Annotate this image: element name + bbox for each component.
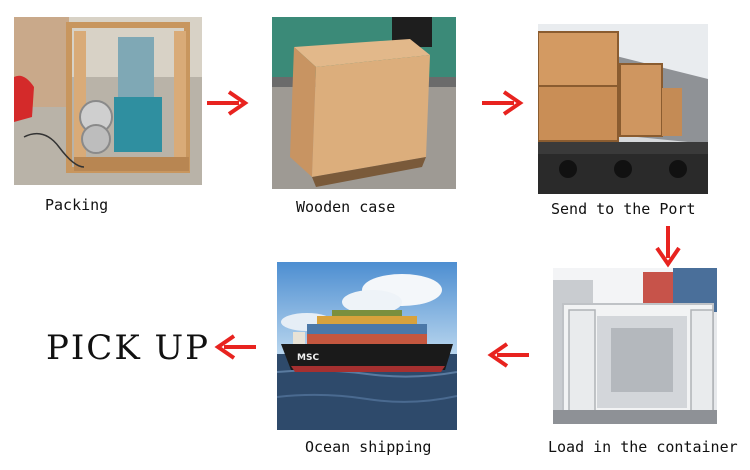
step-label-send-to-port: Send to the Port bbox=[551, 200, 696, 218]
step-label-ocean-shipping: Ocean shipping bbox=[305, 438, 432, 456]
arrow-right-icon bbox=[207, 90, 249, 116]
ocean-shipping-photo: MSC bbox=[277, 262, 457, 430]
packing-photo bbox=[14, 17, 202, 185]
step-label-load-container: Load in the container bbox=[548, 438, 738, 456]
send-to-port-photo bbox=[538, 24, 708, 194]
load-container-photo bbox=[553, 268, 717, 424]
step-label-packing: Packing bbox=[45, 196, 109, 214]
arrow-left-icon bbox=[487, 342, 529, 368]
ship-hull-text: MSC bbox=[297, 353, 319, 363]
arrow-down-icon bbox=[655, 226, 681, 268]
arrow-left-icon bbox=[214, 334, 256, 360]
arrow-right-icon bbox=[482, 90, 524, 116]
wooden-case-photo bbox=[272, 17, 456, 189]
step-label-wooden-case: Wooden case bbox=[296, 198, 396, 216]
step-label-pick-up: PICK UP bbox=[46, 328, 211, 368]
